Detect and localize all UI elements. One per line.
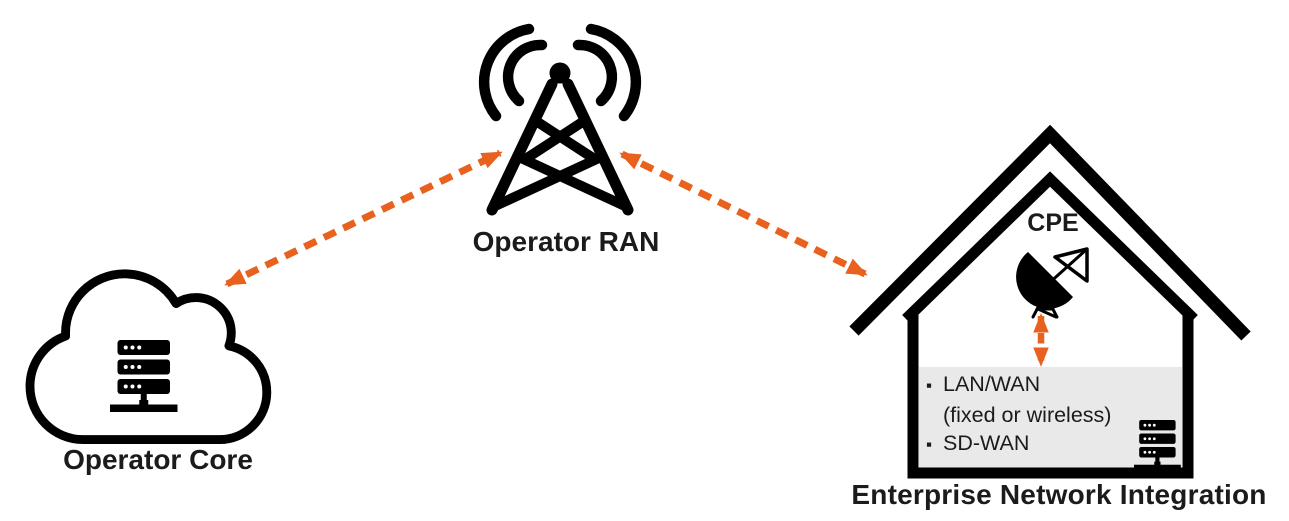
list-item-label: (fixed or wireless) bbox=[943, 402, 1112, 427]
operator-core-cloud-icon bbox=[25, 269, 272, 445]
list-item: (fixed or wireless) bbox=[926, 401, 1176, 430]
radio-tower-icon bbox=[478, 23, 642, 216]
dashed-arrow-ran-enterprise bbox=[619, 150, 868, 278]
satellite-dish-icon bbox=[1016, 247, 1089, 319]
house-walls bbox=[907, 313, 1194, 479]
list-item-label: LAN/WAN bbox=[943, 372, 1041, 396]
operator-ran-label: Operator RAN bbox=[472, 226, 660, 257]
bullet-icon: ▪ bbox=[926, 376, 933, 395]
lan-box-text: ▪ LAN/WAN (fixed or wireless) ▪ SD-WAN bbox=[926, 370, 1176, 460]
cpe-label: CPE bbox=[1027, 209, 1079, 237]
dashed-arrow-core-ran bbox=[224, 149, 503, 288]
outer-roof bbox=[849, 124, 1251, 341]
lan-sdwan-box bbox=[919, 367, 1182, 468]
enterprise-label: Enterprise Network Integration bbox=[851, 479, 1267, 510]
bullet-icon: ▪ bbox=[926, 435, 933, 454]
house-outline-icon bbox=[849, 124, 1251, 479]
inner-roof bbox=[902, 171, 1198, 323]
operator-core-label: Operator Core bbox=[63, 444, 253, 475]
list-item: ▪ SD-WAN bbox=[926, 429, 1176, 460]
list-item-label: SD-WAN bbox=[943, 431, 1030, 455]
list-item: ▪ LAN/WAN bbox=[926, 370, 1176, 401]
server-rack-icon bbox=[110, 340, 178, 412]
